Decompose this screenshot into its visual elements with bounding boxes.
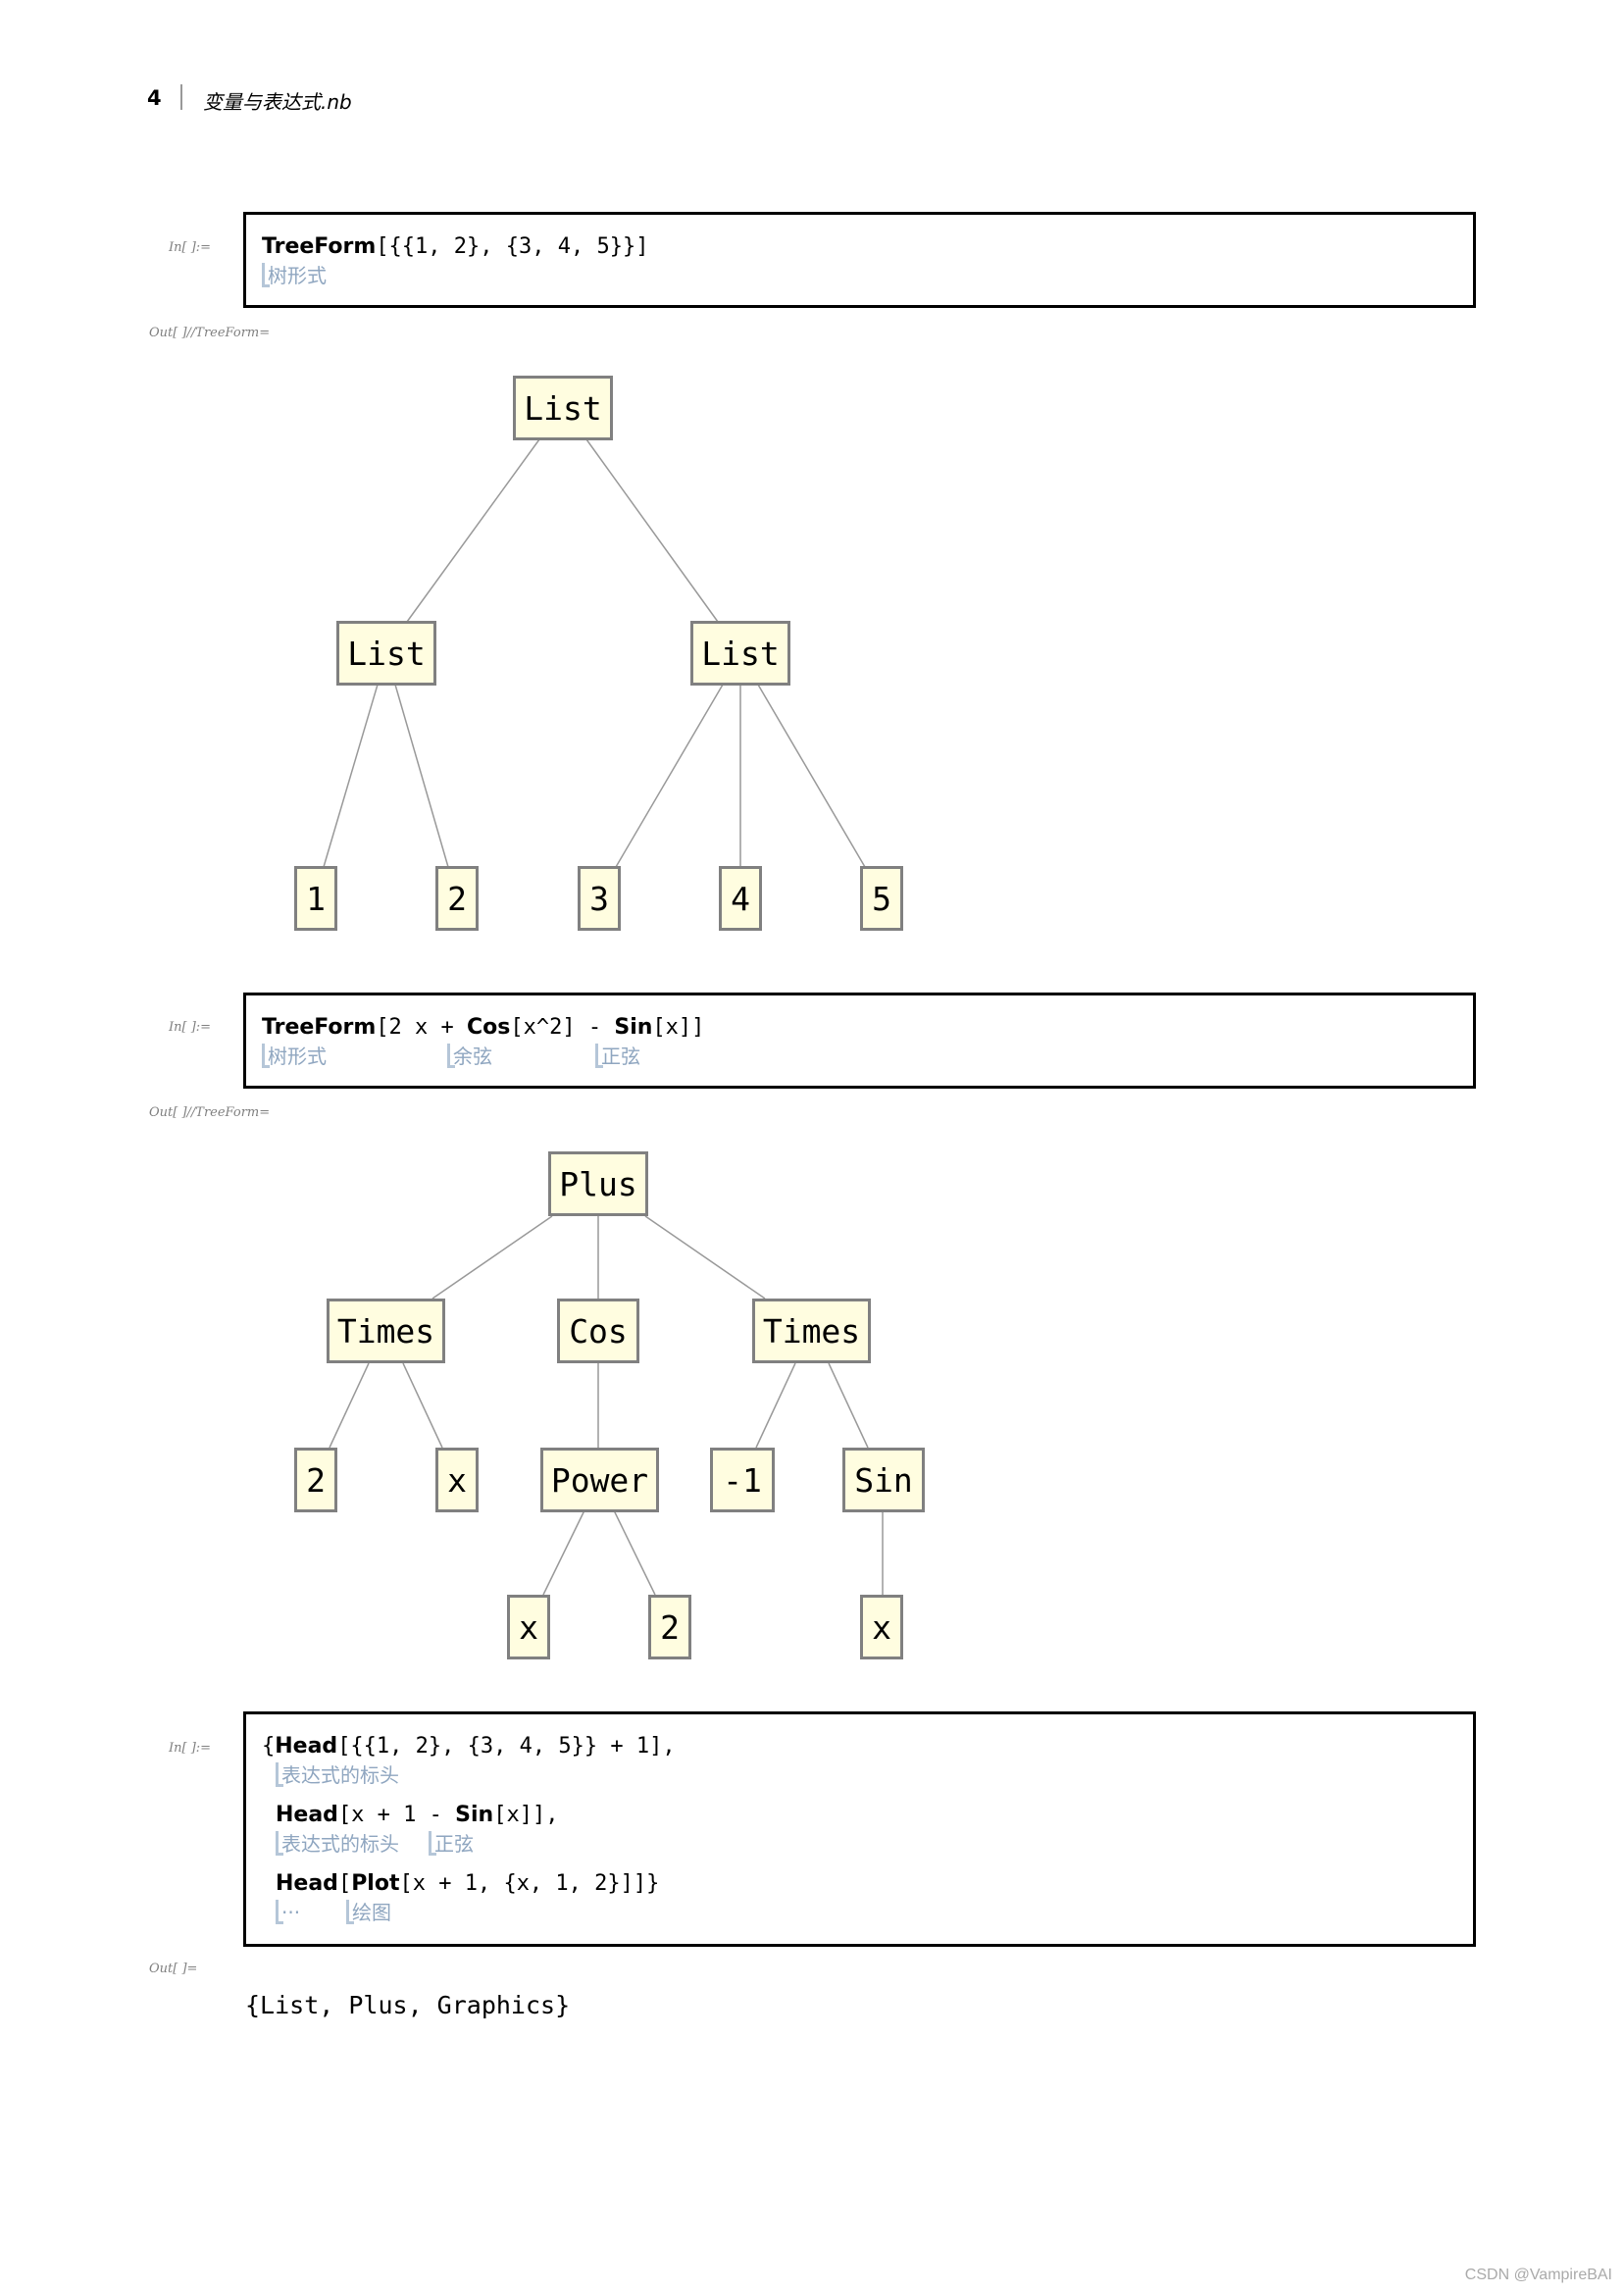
tree-node: List <box>690 621 790 686</box>
input-label: In[ ]:= <box>169 1741 212 1756</box>
function-hint: 树形式 <box>262 263 327 287</box>
input-cell[interactable]: TreeForm[{{1, 2}, {3, 4, 5}}] 树形式 <box>243 212 1476 308</box>
tree-node: 1 <box>294 866 337 931</box>
tree-node: 4 <box>719 866 762 931</box>
function-hint: 表达式的标头 <box>276 1762 399 1787</box>
tree-node: 5 <box>860 866 903 931</box>
tree-node: 3 <box>578 866 621 931</box>
notebook-title: 变量与表达式.nb <box>203 90 352 114</box>
tree-node: Plus <box>548 1151 648 1216</box>
code-line: TreeForm[2 x + Cos[x^2] - Sin[x]] <box>262 1015 705 1040</box>
tree-node: List <box>336 621 436 686</box>
output-label: Out[ ]= <box>149 1962 198 1976</box>
code-line: {Head[{{1, 2}, {3, 4, 5}} + 1], <box>262 1734 676 1759</box>
input-cell[interactable]: TreeForm[2 x + Cos[x^2] - Sin[x]] 树形式 余弦… <box>243 993 1476 1089</box>
tree-node: 2 <box>294 1448 337 1512</box>
input-cell[interactable]: {Head[{{1, 2}, {3, 4, 5}} + 1], 表达式的标头 H… <box>243 1711 1476 1947</box>
tree-node: 2 <box>648 1595 691 1659</box>
tree-node: x <box>860 1595 903 1659</box>
tree-node: Sin <box>842 1448 925 1512</box>
output-label: Out[ ]//TreeForm= <box>149 1105 271 1120</box>
tree-node: x <box>435 1448 479 1512</box>
tree-node: -1 <box>710 1448 775 1512</box>
function-hint: ··· <box>276 1900 300 1924</box>
function-hint: 表达式的标头 <box>276 1831 399 1856</box>
function-hint: 正弦 <box>429 1831 474 1856</box>
tree-node: Times <box>752 1299 871 1363</box>
function-hint: 余弦 <box>447 1044 492 1068</box>
output-result: {List, Plus, Graphics} <box>245 1991 571 2019</box>
function-hint: 绘图 <box>346 1900 391 1924</box>
tree-node: Power <box>540 1448 659 1512</box>
tree-node: Times <box>327 1299 445 1363</box>
code-line: Head[Plot[x + 1, {x, 1, 2}]]} <box>276 1871 660 1896</box>
header-divider <box>180 84 182 110</box>
tree-node: List <box>513 376 613 440</box>
tree-node: x <box>507 1595 550 1659</box>
function-hint: 正弦 <box>595 1044 640 1068</box>
function-hint: 树形式 <box>262 1044 327 1068</box>
input-label: In[ ]:= <box>169 240 212 255</box>
output-label: Out[ ]//TreeForm= <box>149 326 271 340</box>
tree-node: Cos <box>557 1299 639 1363</box>
tree-node: 2 <box>435 866 479 931</box>
input-label: In[ ]:= <box>169 1020 212 1035</box>
watermark: CSDN @VampireBAI <box>1464 2267 1612 2283</box>
page-number: 4 <box>147 86 162 110</box>
code-line: TreeForm[{{1, 2}, {3, 4, 5}}] <box>262 234 649 259</box>
code-line: Head[x + 1 - Sin[x]], <box>276 1803 559 1827</box>
